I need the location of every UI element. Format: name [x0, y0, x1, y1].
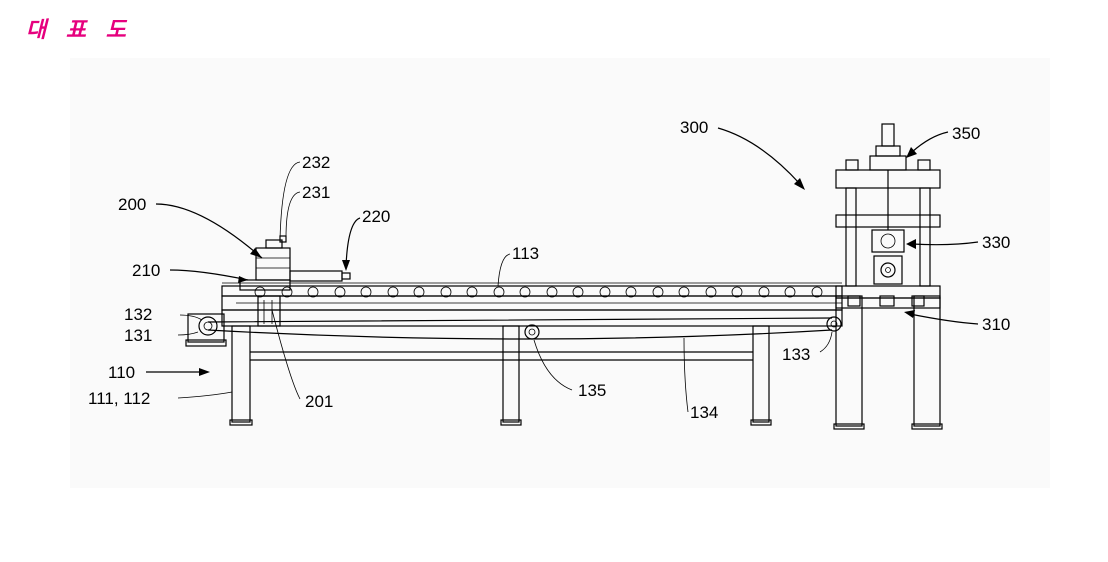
label-135: 135	[578, 381, 606, 400]
label-110: 110	[108, 363, 135, 382]
label-350: 350	[952, 124, 980, 143]
label-231: 231	[302, 183, 330, 202]
label-232: 232	[302, 153, 330, 172]
label-310: 310	[982, 315, 1010, 334]
label-133: 133	[782, 345, 810, 364]
label-111-112: 111, 112	[88, 389, 150, 408]
label-134: 134	[690, 403, 718, 422]
label-113: 113	[512, 244, 539, 263]
label-131: 131	[124, 326, 152, 345]
label-201: 201	[305, 392, 333, 411]
label-330: 330	[982, 233, 1010, 252]
label-210: 210	[132, 261, 160, 280]
label-220: 220	[362, 207, 390, 226]
label-132: 132	[124, 305, 152, 324]
label-200: 200	[118, 195, 146, 214]
label-300: 300	[680, 118, 708, 137]
drawing-sheet	[70, 58, 1050, 488]
